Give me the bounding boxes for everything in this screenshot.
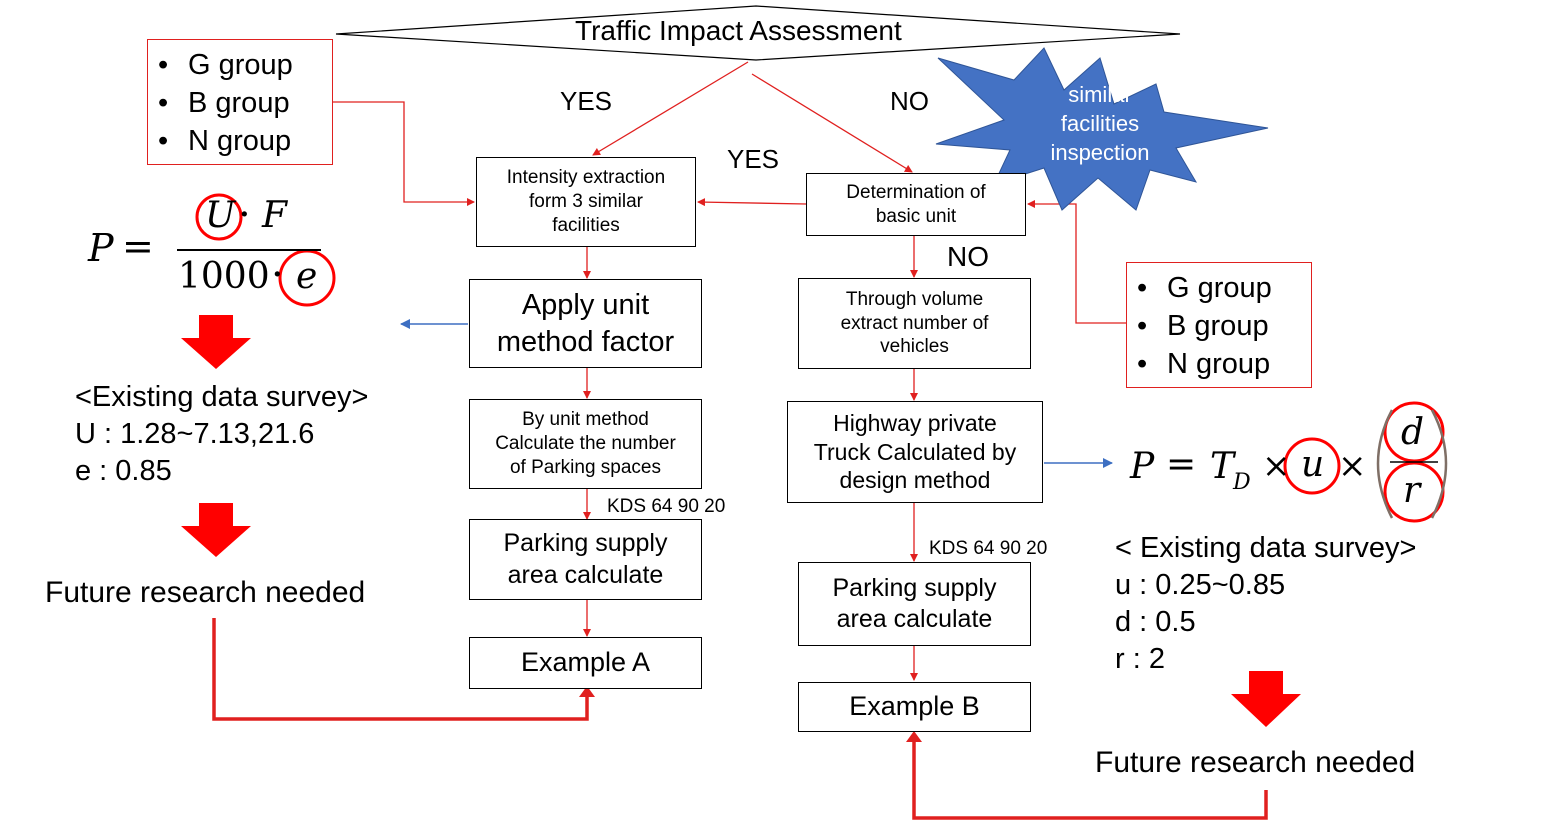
survey-left: <Existing data survey> U : 1.28~7.13,21.… bbox=[75, 379, 368, 490]
formula-left-e: e bbox=[296, 256, 318, 297]
feedback-right-head bbox=[906, 731, 922, 742]
diagram-title: Traffic Impact Assessment bbox=[575, 15, 902, 46]
starburst-line-1: similar bbox=[1068, 82, 1132, 107]
survey-left-line: U : 1.28~7.13,21.6 bbox=[75, 418, 315, 450]
list-item: •B group bbox=[158, 87, 290, 119]
formula-right-d: d bbox=[1401, 412, 1425, 453]
starburst-line-2: facilities bbox=[1060, 111, 1140, 136]
list-item: •G group bbox=[158, 49, 293, 81]
branch-no-top: NO bbox=[890, 86, 929, 116]
decision-diamond bbox=[335, 5, 1181, 61]
arrow-no-top bbox=[751, 73, 913, 173]
formula-left-U: U bbox=[205, 195, 236, 236]
formula-right-T: T bbox=[1210, 446, 1235, 487]
formula-right-P: P bbox=[1130, 446, 1155, 487]
formula-right-times-1: × bbox=[1262, 446, 1291, 486]
formula-left-dot-2: · bbox=[271, 252, 284, 298]
survey-right-line: r : 2 bbox=[1115, 643, 1165, 675]
formula-right-r: r bbox=[1403, 470, 1421, 511]
list-item: •N group bbox=[1137, 348, 1271, 380]
starburst-label: similar facilities inspection bbox=[1030, 80, 1170, 167]
list-item: •G group bbox=[1137, 272, 1272, 304]
survey-left-line: e : 0.85 bbox=[75, 455, 172, 487]
formula-left-F: F bbox=[262, 195, 287, 236]
future-research-left: Future research needed bbox=[45, 576, 366, 609]
formula-left-dot-1: · bbox=[238, 192, 251, 238]
starburst-shape bbox=[935, 47, 1269, 211]
survey-right-title: < Existing data survey> bbox=[1115, 532, 1417, 564]
branch-no-mid: NO bbox=[947, 241, 989, 272]
feedback-right bbox=[912, 740, 1268, 820]
survey-left-title: <Existing data survey> bbox=[75, 381, 369, 413]
kds-label-right: KDS 64 90 20 bbox=[929, 538, 1048, 559]
circle-u bbox=[1283, 437, 1341, 495]
connector-groups-left bbox=[333, 101, 475, 206]
future-research-right: Future research needed bbox=[1095, 746, 1416, 779]
starburst-line-3: inspection bbox=[1050, 140, 1150, 165]
big-down-arrow-right bbox=[1231, 671, 1301, 727]
feedback-left-head bbox=[579, 686, 595, 697]
kds-label-left: KDS 64 90 20 bbox=[607, 496, 726, 517]
arrow-yes-top bbox=[592, 61, 749, 156]
branch-yes-top: YES bbox=[560, 86, 613, 116]
box-example-b: Example B bbox=[798, 682, 1031, 732]
formula-left-den: 1000 bbox=[178, 256, 270, 297]
formula-left-P: P bbox=[88, 226, 114, 270]
survey-right: < Existing data survey> u : 0.25~0.85 d … bbox=[1115, 530, 1416, 678]
big-down-arrow-left-2 bbox=[181, 503, 251, 557]
formula-right-times-2: × bbox=[1338, 446, 1367, 486]
circle-U bbox=[195, 193, 243, 241]
feedback-left bbox=[212, 618, 589, 721]
paren-left bbox=[1376, 409, 1394, 519]
formula-right-sub: D bbox=[1233, 470, 1251, 495]
circle-d bbox=[1383, 401, 1445, 463]
survey-right-line: u : 0.25~0.85 bbox=[1115, 569, 1286, 601]
big-down-arrow-left-1 bbox=[181, 315, 251, 369]
list-item: •B group bbox=[1137, 310, 1269, 342]
group-list-left: •G group •B group •N group bbox=[147, 39, 333, 165]
box-example-a: Example A bbox=[469, 637, 702, 689]
connector-groups-right bbox=[1027, 200, 1126, 324]
list-item: •N group bbox=[158, 125, 292, 157]
branch-yes-mid: YES bbox=[727, 144, 780, 174]
formula-right-u: u bbox=[1301, 444, 1325, 485]
formula-left-eq: = bbox=[122, 224, 154, 268]
arrow-determination-to-intensity bbox=[697, 198, 807, 207]
paren-right bbox=[1430, 409, 1448, 519]
formula-right-eq: = bbox=[1166, 444, 1197, 485]
survey-right-line: d : 0.5 bbox=[1115, 606, 1196, 638]
group-list-right: •G group •B group •N group bbox=[1126, 262, 1312, 388]
